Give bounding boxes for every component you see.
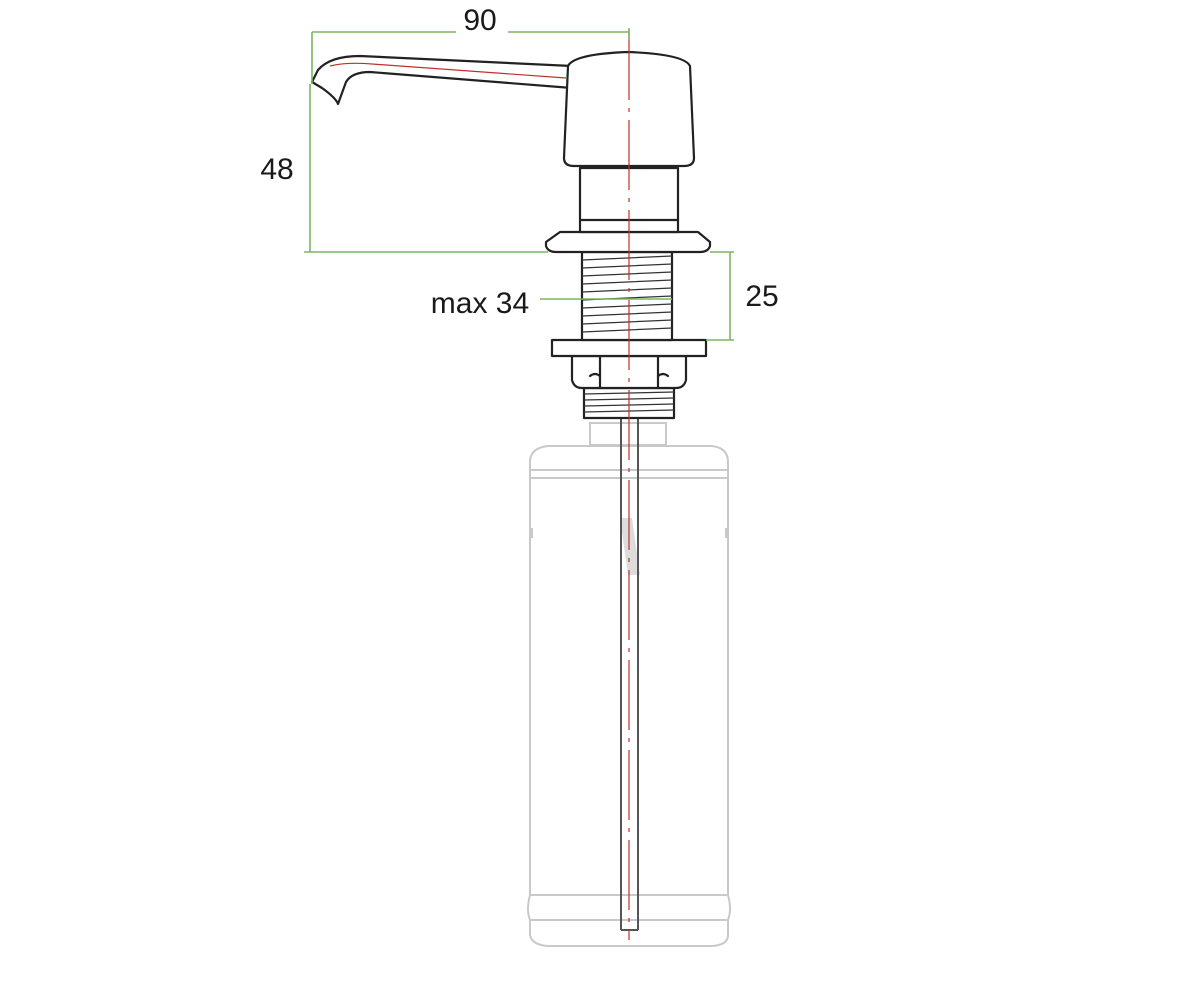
dimension-90: 90 <box>311 4 630 84</box>
dimension-max-34: max 34 <box>431 287 672 320</box>
spout-center-line <box>329 62 567 79</box>
spout <box>310 54 574 106</box>
bottle-neck <box>589 422 667 446</box>
dim-90-label: 90 <box>463 4 496 37</box>
hex-nut <box>570 354 688 390</box>
bottle-reflection <box>620 518 640 575</box>
main-thread <box>580 250 674 342</box>
dim-max-34-label: max 34 <box>431 287 529 320</box>
nut-chamfers <box>588 372 670 378</box>
dimension-48: 48 <box>260 84 548 253</box>
main-thread-body <box>580 250 674 342</box>
bottle-body <box>529 470 729 895</box>
bottle-shoulder <box>529 445 729 471</box>
bottle <box>527 422 731 947</box>
main-thread-lines <box>581 255 673 333</box>
bottle-base <box>529 920 729 947</box>
dim-25-label: 25 <box>745 280 778 313</box>
dim-48-label: 48 <box>260 153 293 186</box>
mounting-flange <box>544 230 712 254</box>
dimension-25: 25 <box>706 251 779 341</box>
